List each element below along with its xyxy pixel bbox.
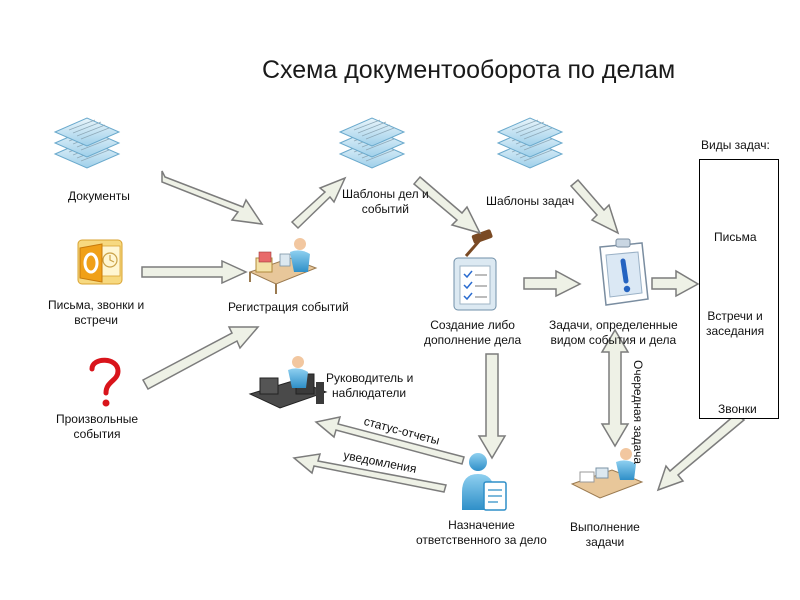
- node-task-execution-line1: Выполнение: [570, 520, 640, 534]
- node-task-execution-label: Выполнение задачи: [570, 520, 640, 550]
- node-case-templates-line2: событий: [361, 202, 409, 216]
- node-managers-line2: наблюдатели: [332, 386, 407, 400]
- person-at-desk-icon: [248, 356, 328, 409]
- question-mark-icon: [89, 357, 121, 407]
- node-case-templates-line1: Шаблоны дел и: [342, 187, 429, 201]
- node-arbitrary-events-label: Произвольные события: [56, 412, 138, 442]
- task-type-meetings-line1: Встречи и: [707, 309, 763, 323]
- node-case-templates-label: Шаблоны дел и событий: [342, 187, 429, 217]
- task-types-panel: [699, 159, 779, 419]
- node-task-templates-label: Шаблоны задач: [486, 194, 575, 208]
- node-create-case-line2: дополнение дела: [424, 333, 522, 347]
- node-managers-label: Руководитель и наблюдатели: [326, 371, 413, 401]
- node-letters-calls-line1: Письма, звонки и: [48, 298, 145, 312]
- document-stack-icon: [54, 117, 120, 169]
- node-tasks-defined-label: Задачи, определенные видом события и дел…: [549, 318, 678, 348]
- gavel-checklist-icon: [453, 229, 497, 311]
- node-managers-line1: Руководитель и: [326, 371, 414, 385]
- clipboard-exclamation-icon: [599, 238, 649, 306]
- node-assign-responsible-line2: ответственного за дело: [416, 533, 547, 547]
- task-type-meetings-label: Встречи и заседания: [706, 309, 764, 339]
- document-stack-icon: [497, 117, 563, 169]
- task-type-letters-label: Письма: [714, 230, 757, 244]
- outlook-icon: [77, 239, 123, 285]
- node-documents-label: Документы: [68, 189, 130, 203]
- arrow: [141, 170, 746, 493]
- node-arbitrary-events-line2: события: [73, 427, 121, 441]
- node-task-execution-line2: задачи: [585, 535, 625, 549]
- node-tasks-defined-line2: видом события и дела: [550, 333, 677, 347]
- task-types-title: Виды задач:: [701, 138, 770, 152]
- diagram-title: Схема документооборота по делам: [262, 56, 676, 84]
- node-letters-calls-line2: встречи: [74, 313, 118, 327]
- node-assign-responsible-line1: Назначение: [448, 518, 515, 532]
- task-type-meetings-line2: заседания: [706, 324, 765, 338]
- node-create-case-line1: Создание либо: [430, 318, 515, 332]
- edge-label-next-task: Очередная задача: [631, 360, 645, 464]
- task-type-calls-label: Звонки: [718, 402, 757, 416]
- person-document-icon: [462, 453, 507, 511]
- node-assign-responsible-label: Назначение ответственного за дело: [416, 518, 547, 548]
- document-stack-icon: [339, 117, 405, 169]
- person-at-desk-icon: [248, 238, 318, 294]
- node-tasks-defined-line1: Задачи, определенные: [549, 318, 678, 332]
- node-create-case-label: Создание либо дополнение дела: [424, 318, 521, 348]
- node-letters-calls-label: Письма, звонки и встречи: [48, 298, 144, 328]
- node-registration-label: Регистрация событий: [228, 300, 349, 314]
- person-at-desk-icon: [570, 448, 644, 499]
- node-arbitrary-events-line1: Произвольные: [56, 412, 139, 426]
